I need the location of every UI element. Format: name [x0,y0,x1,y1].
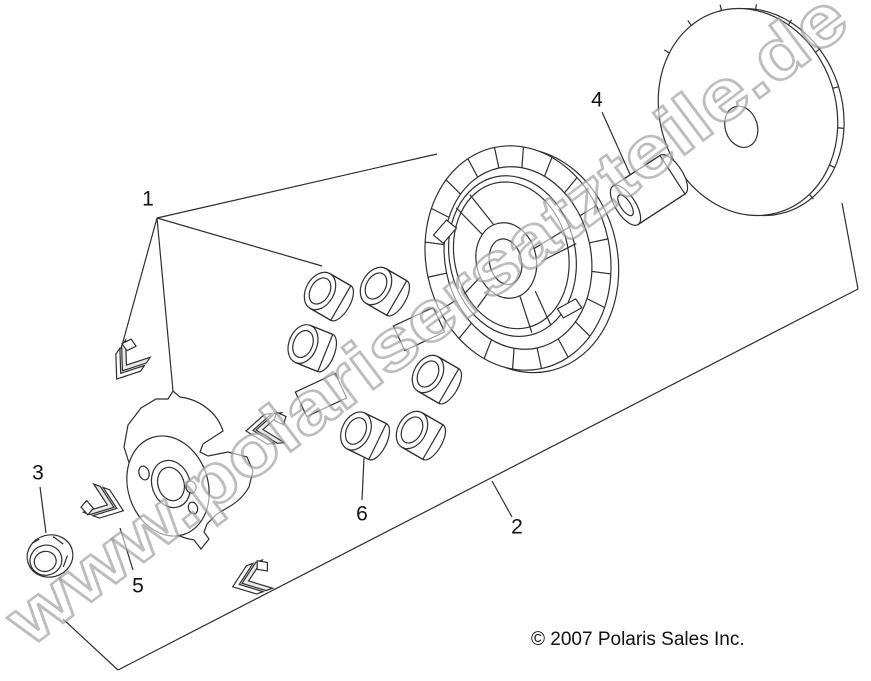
callout-3: 3 [32,461,44,485]
assembly-outline [63,154,858,670]
retainer-clip [226,557,277,602]
spider-arms [427,175,593,348]
callout-5: 5 [132,574,144,598]
lock-nut [22,530,77,582]
clutch-teeth [405,128,632,387]
copyright-text: © 2007 Polaris Sales Inc. [531,629,745,650]
shim-plate [295,373,346,416]
fan-plate [114,391,253,549]
watermark-text: www.polarisersatzteile.de [0,0,863,663]
shim-plates [295,307,444,416]
callout-1: 1 [142,187,154,211]
roller-bushing [389,405,452,465]
callout-6: 6 [356,502,368,526]
shim-plate [393,307,444,350]
retainer-clip [102,335,154,389]
spacer-tube [605,150,694,230]
clutch-spider-body [405,127,640,392]
callout-4: 4 [591,88,603,112]
callout-2: 2 [511,515,523,539]
leader-lines [40,112,633,570]
roller-bushing [297,266,360,326]
fixed-sheave-disc [630,0,870,241]
disc-rim-tabs [656,0,869,229]
